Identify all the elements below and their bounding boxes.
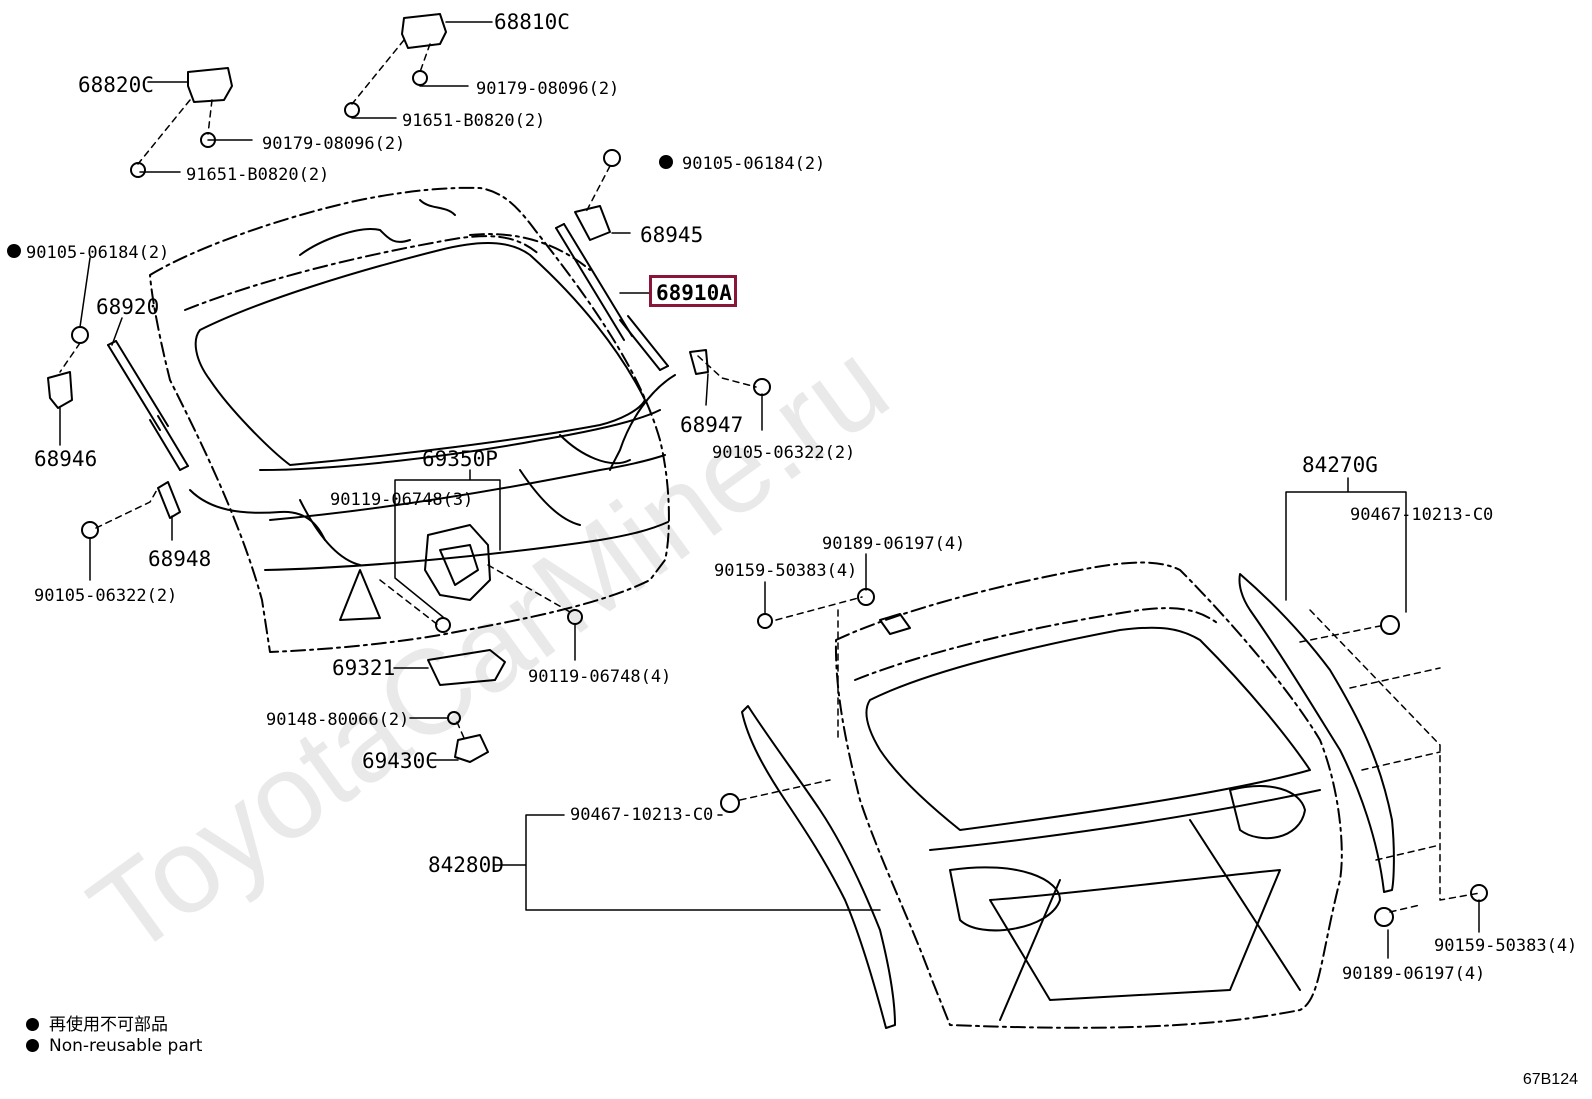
latch-69350P bbox=[424, 524, 491, 601]
label-90467-10213-a: 90467-10213-C0 bbox=[1350, 505, 1493, 525]
label-91651-b0820-a: 91651-B0820(2) bbox=[402, 111, 545, 131]
nonreusable-dot-icon bbox=[7, 244, 21, 258]
watermark-text: ToyotaCarMine.ru bbox=[67, 316, 912, 981]
label-91651-b0820-b: 91651-B0820(2) bbox=[186, 165, 329, 185]
legend-text-jp: 再使用不可部品 bbox=[49, 1015, 168, 1035]
hinge-68820C bbox=[187, 67, 233, 103]
label-69321: 69321 bbox=[332, 656, 395, 680]
label-90159-50383-b: 90159-50383(4) bbox=[1434, 936, 1577, 956]
trim-84270G bbox=[1238, 573, 1395, 893]
bracket-68945 bbox=[574, 205, 611, 241]
back-door-upper bbox=[149, 186, 670, 653]
label-90105-06322-mid: 90105-06322(2) bbox=[712, 443, 855, 463]
cable-lower bbox=[189, 489, 326, 541]
label-68946: 68946 bbox=[34, 447, 97, 471]
label-90179-08096-b: 90179-08096(2) bbox=[262, 134, 405, 154]
label-90105-06184-top: 90105-06184(2) bbox=[682, 154, 825, 174]
leader-lines-solid bbox=[59, 21, 1480, 959]
legend-item-en: Non-reusable part bbox=[26, 1036, 202, 1056]
label-90119-06748-a: 90119-06748(3) bbox=[330, 490, 473, 510]
label-90159-50383-a: 90159-50383(4) bbox=[714, 561, 857, 581]
handle-69321 bbox=[427, 649, 506, 686]
label-90467-10213-b: 90467-10213-C0 bbox=[570, 805, 713, 825]
striker-69430C bbox=[454, 734, 489, 763]
label-68947: 68947 bbox=[680, 413, 743, 437]
label-68920: 68920 bbox=[96, 295, 159, 319]
strut-68910A bbox=[555, 223, 669, 371]
legend-dot-icon bbox=[26, 1039, 39, 1052]
label-68910A: 68910A bbox=[656, 281, 732, 305]
legend-item-jp: 再使用不可部品 bbox=[26, 1010, 168, 1035]
bracket-68948 bbox=[157, 481, 181, 519]
label-90105-06184-left: 90105-06184(2) bbox=[26, 243, 169, 263]
legend-dot-icon bbox=[26, 1018, 39, 1031]
trim-84280D bbox=[741, 705, 896, 1029]
cable-right bbox=[609, 374, 676, 471]
label-90189-06197-b: 90189-06197(4) bbox=[1342, 964, 1485, 984]
leader-lines-lower bbox=[739, 596, 1481, 913]
nonreusable-dot-icon bbox=[659, 155, 673, 169]
highlight-box bbox=[649, 275, 737, 307]
label-68945: 68945 bbox=[640, 223, 703, 247]
label-90179-08096-a: 90179-08096(2) bbox=[476, 79, 619, 99]
strut-68920 bbox=[107, 340, 189, 471]
bracket-68947 bbox=[689, 349, 709, 375]
figure-code: 67B124 bbox=[1522, 1071, 1578, 1088]
label-84280D: 84280D bbox=[428, 853, 504, 877]
label-68948: 68948 bbox=[148, 547, 211, 571]
label-90105-06322-low: 90105-06322(2) bbox=[34, 586, 177, 606]
label-68820C: 68820C bbox=[78, 73, 154, 97]
leader-lines-upper bbox=[59, 39, 757, 739]
bracket-68946 bbox=[47, 371, 73, 409]
hinge-68810C bbox=[401, 13, 447, 49]
legend-text-en: Non-reusable part bbox=[49, 1036, 203, 1056]
part-labels: 68810C 68820C 90179-08096(2) 91651-B0820… bbox=[26, 10, 1577, 984]
label-68810C: 68810C bbox=[494, 10, 570, 34]
label-69350P: 69350P bbox=[422, 447, 498, 471]
back-door-lower bbox=[834, 561, 1343, 1029]
label-90189-06197-a: 90189-06197(4) bbox=[822, 534, 965, 554]
label-69430C: 69430C bbox=[362, 749, 438, 773]
label-84270G: 84270G bbox=[1302, 453, 1378, 477]
label-90148-80066: 90148-80066(2) bbox=[266, 710, 409, 730]
label-90119-06748-b: 90119-06748(4) bbox=[528, 667, 671, 687]
